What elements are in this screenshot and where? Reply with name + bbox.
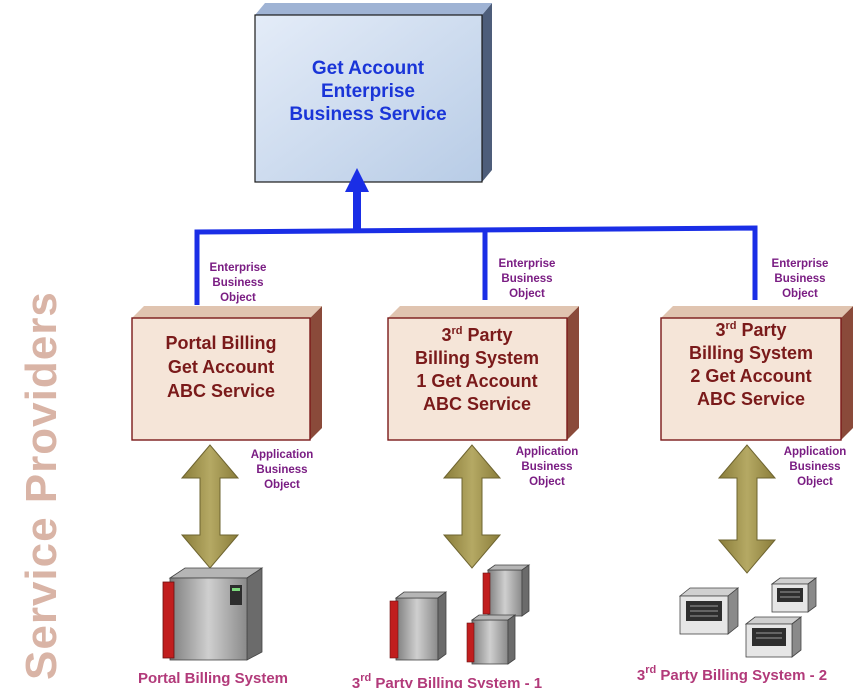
svg-text:Business: Business	[789, 461, 840, 473]
system-label-third-party-1: 3rd Party Billing System - 1	[352, 672, 542, 688]
up-arrow-shaft	[353, 188, 361, 230]
server-small-2-icon	[482, 564, 531, 617]
svg-text:Enterprise: Enterprise	[210, 262, 267, 274]
server-tower-icon	[162, 567, 264, 661]
up-arrow-head-icon	[345, 168, 369, 192]
bus-line	[194, 225, 758, 305]
svg-text:Application: Application	[251, 449, 314, 461]
svg-text:Object: Object	[509, 288, 545, 300]
desktop-box-2-icon	[770, 577, 818, 613]
side-label-text: Service Providers	[17, 291, 66, 680]
server-cluster-icon	[389, 564, 531, 665]
double-arrow-third-party-2-icon	[717, 444, 777, 574]
abc-portal-line-2: Get Account	[168, 357, 274, 377]
enterprise-object-label-3: Enterprise Business Object	[772, 258, 829, 300]
abc-tp2-line-4: ABC Service	[697, 389, 805, 409]
svg-text:Object: Object	[220, 292, 256, 304]
svg-text:Application: Application	[516, 446, 579, 458]
enterprise-object-label-2: Enterprise Business Object	[499, 258, 556, 300]
double-arrow-portal-icon	[180, 444, 240, 569]
desktop-box-3-icon	[744, 616, 803, 658]
enterprise-service-line-2: Enterprise	[321, 81, 415, 102]
svg-text:Business: Business	[212, 277, 263, 289]
svg-text:Object: Object	[797, 476, 833, 488]
application-object-label-1: Application Business Object	[251, 449, 314, 491]
server-small-1-icon	[389, 591, 448, 661]
svg-text:Enterprise: Enterprise	[772, 258, 829, 270]
system-label-third-party-2: 3rd Party Billing System - 2	[637, 664, 827, 684]
abc-portal-line-3: ABC Service	[167, 381, 275, 401]
abc-service-box-third-party-1: 3rd Party Billing System 1 Get Account A…	[387, 306, 579, 441]
abc-tp2-line-2: Billing System	[689, 343, 813, 363]
abc-tp1-line-2: Billing System	[415, 348, 539, 368]
side-label: Service Providers	[17, 291, 66, 680]
double-arrow-third-party-1-icon	[442, 444, 502, 569]
application-object-label-2: Application Business Object	[516, 446, 579, 488]
abc-tp1-line-4: ABC Service	[423, 394, 531, 414]
abc-tp1-line-3: 1 Get Account	[416, 371, 537, 391]
enterprise-service-line-1: Get Account	[312, 58, 425, 79]
abc-portal-line-1: Portal Billing	[165, 333, 276, 353]
svg-text:Business: Business	[521, 461, 572, 473]
svg-text:Application: Application	[784, 446, 847, 458]
abc-tp2-line-1: 3rd Party	[715, 320, 786, 340]
enterprise-service-box: Get Account Enterprise Business Service	[254, 3, 492, 183]
desktop-box-1-icon	[678, 587, 740, 635]
svg-text:Business: Business	[501, 273, 552, 285]
system-label-portal: Portal Billing System	[138, 670, 288, 687]
svg-text:Object: Object	[529, 476, 565, 488]
abc-service-box-portal: Portal Billing Get Account ABC Service	[131, 306, 322, 441]
svg-text:Business: Business	[774, 273, 825, 285]
abc-service-box-third-party-2: 3rd Party Billing System 2 Get Account A…	[660, 306, 853, 441]
svg-text:Enterprise: Enterprise	[499, 258, 556, 270]
enterprise-service-line-3: Business Service	[289, 104, 446, 125]
abc-tp2-line-3: 2 Get Account	[690, 366, 811, 386]
enterprise-object-label-1: Enterprise Business Object	[210, 262, 267, 304]
server-small-3-icon	[466, 614, 517, 665]
svg-text:Object: Object	[264, 479, 300, 491]
desktop-cluster-icon	[678, 577, 818, 658]
application-object-label-3: Application Business Object	[784, 446, 847, 488]
svg-text:Business: Business	[256, 464, 307, 476]
abc-tp1-line-1: 3rd Party	[441, 325, 512, 345]
enterprise-connectors	[194, 168, 758, 305]
svg-text:Object: Object	[782, 288, 818, 300]
